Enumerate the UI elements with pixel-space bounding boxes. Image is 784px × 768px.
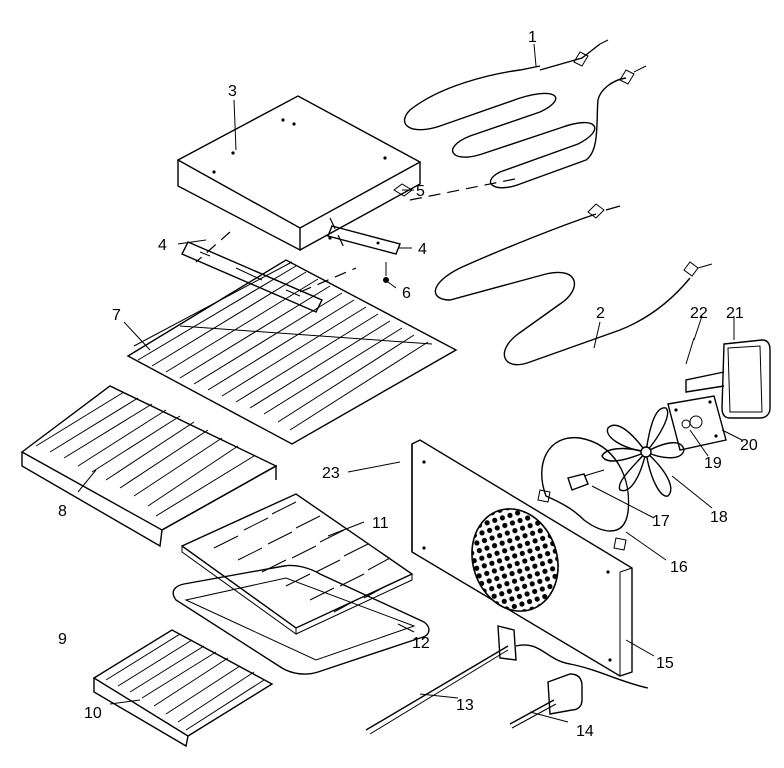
meat-probe-jack xyxy=(509,673,583,729)
label-part-17: 17 xyxy=(652,513,670,530)
mount-screw xyxy=(685,337,695,365)
label-part-13: 13 xyxy=(456,697,474,714)
label-part-20: 20 xyxy=(740,437,758,454)
assembly-lines xyxy=(195,177,521,293)
label-part-2: 2 xyxy=(596,305,605,322)
label-part-12: 12 xyxy=(412,635,430,652)
broiler-pan-insert xyxy=(180,493,414,635)
label-part-21: 21 xyxy=(726,305,744,322)
wavy-oven-rack xyxy=(126,259,458,445)
label-part-11: 11 xyxy=(372,515,389,532)
label-part-6: 6 xyxy=(402,285,411,302)
convection-fan-blade xyxy=(601,407,685,497)
bake-element xyxy=(434,203,713,366)
label-part-15: 15 xyxy=(656,655,674,672)
label-part-22: 22 xyxy=(690,305,708,322)
broil-bracket-right xyxy=(327,225,401,255)
label-part-10: 10 xyxy=(84,705,102,722)
shaft-nut xyxy=(681,419,691,429)
broil-rack xyxy=(92,629,274,748)
label-part-7: 7 xyxy=(112,307,121,324)
label-part-18: 18 xyxy=(710,509,728,526)
rear-fan-panel xyxy=(411,439,633,677)
oven-rack xyxy=(20,385,278,548)
fan-shroud xyxy=(537,437,630,551)
broiler-pan xyxy=(172,564,430,675)
label-part-14: 14 xyxy=(576,723,594,740)
label-part-4-right: 4 xyxy=(418,241,427,258)
screw xyxy=(383,262,389,283)
label-part-3: 3 xyxy=(228,83,237,100)
label-part-4-left: 4 xyxy=(158,237,167,254)
label-part-9: 9 xyxy=(58,631,67,648)
label-part-5: 5 xyxy=(416,183,425,200)
label-part-19: 19 xyxy=(704,455,722,472)
broil-bracket-left xyxy=(181,241,323,313)
label-part-23: 23 xyxy=(322,465,340,482)
temperature-sensor xyxy=(365,625,649,735)
leader-lines xyxy=(77,43,743,723)
convection-motor xyxy=(685,339,771,419)
fan-hub xyxy=(567,469,605,491)
label-part-16: 16 xyxy=(670,559,688,576)
label-part-1: 1 xyxy=(528,29,537,46)
motor-mount-plate xyxy=(667,395,727,451)
label-part-8: 8 xyxy=(58,503,67,520)
part-labels: 1 2 3 4 4 5 6 7 8 9 10 11 12 13 14 15 16… xyxy=(58,29,758,740)
upper-heating-element xyxy=(403,39,647,189)
broil-cover xyxy=(176,95,422,252)
